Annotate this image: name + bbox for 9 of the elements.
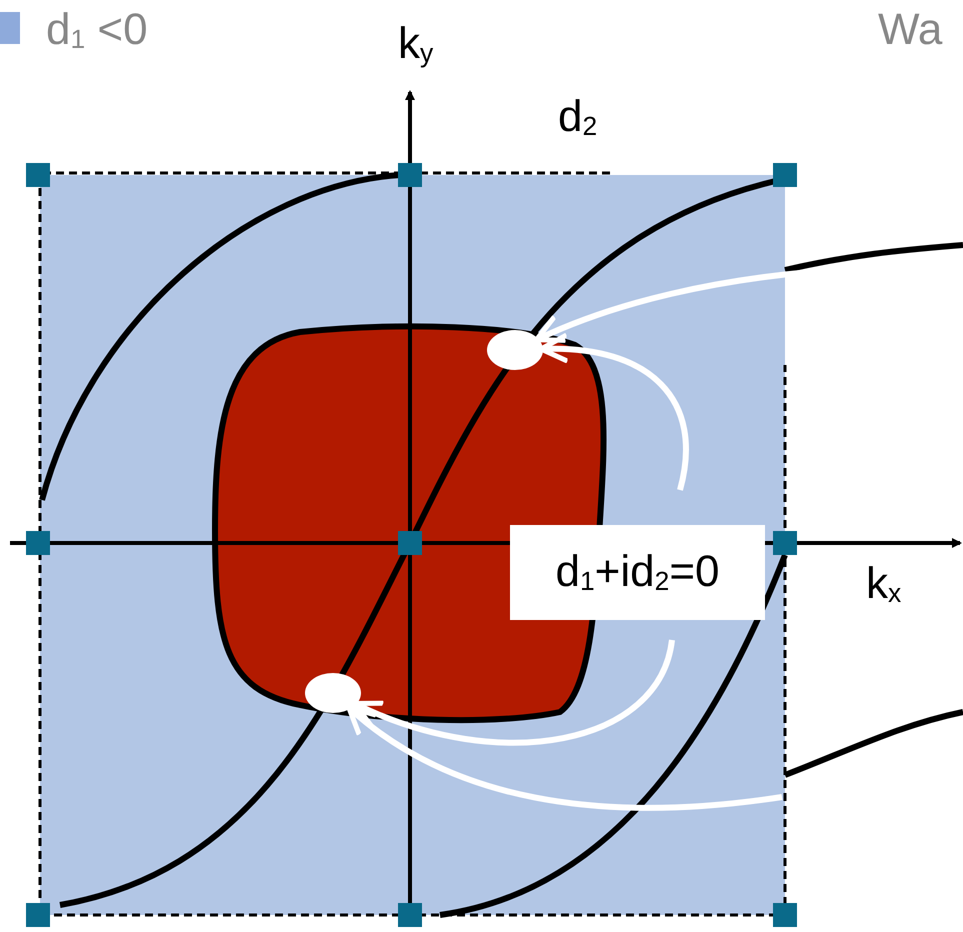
heading-text: Wa xyxy=(878,8,942,52)
axis-label: k$_{x}$ xyxy=(866,562,902,606)
arrow xyxy=(346,705,782,811)
label-box xyxy=(510,525,765,620)
arrow xyxy=(352,639,675,746)
math-label: d$_{2}$ xyxy=(558,95,598,140)
axis-label: k$_{y}$ xyxy=(398,22,434,66)
legend-label: d$_{1}$ <0 xyxy=(46,8,148,52)
equation-text: d$_{1}$+id$_{2}$=0 xyxy=(556,550,720,595)
